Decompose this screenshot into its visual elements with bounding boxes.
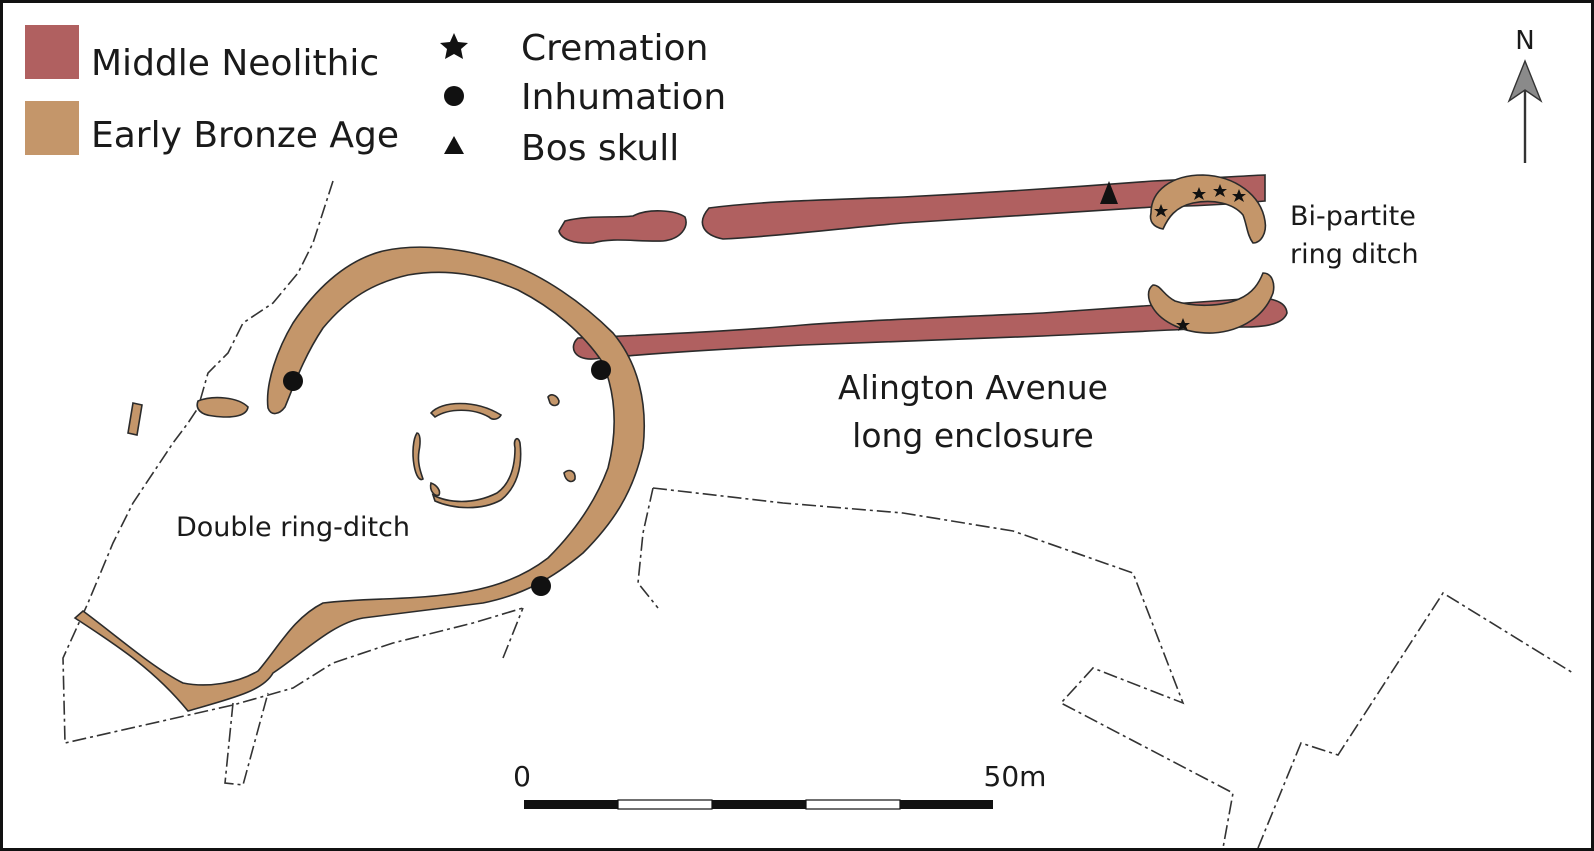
- cremation-marker: [1232, 189, 1246, 202]
- south-ditch: [572, 297, 1288, 360]
- site-plan-map: Middle Neolithic Early Bronze Age Cremat…: [25, 25, 1574, 848]
- legend-periods: Middle Neolithic Early Bronze Age: [25, 25, 399, 156]
- pit-east-2: [563, 469, 576, 483]
- label-avenue-line2: long enclosure: [852, 416, 1094, 455]
- triangle-icon: [444, 136, 464, 154]
- scale-label-start: 0: [513, 760, 531, 793]
- scale-segment: [712, 800, 806, 809]
- label-avenue-line1: Alington Avenue: [838, 368, 1108, 407]
- inner-ring-arc-west: [412, 432, 424, 481]
- circle-icon: [444, 86, 464, 106]
- north-ditch-segment-1: [558, 210, 687, 244]
- scale-segment: [805, 799, 901, 810]
- scale-segment: [524, 800, 618, 809]
- inner-ring-arc-north: [429, 402, 503, 420]
- inner-ring-fragment-west: [429, 481, 441, 497]
- alington-avenue-ditches: [558, 174, 1288, 360]
- north-arrow: N: [1507, 26, 1543, 163]
- boundary-line-southwest: [224, 692, 269, 786]
- label-bipartite-line1: Bi-partite: [1290, 201, 1416, 232]
- north-label: N: [1515, 26, 1534, 56]
- cremation-marker: [1213, 184, 1227, 197]
- bos-skull-marker: [1100, 181, 1118, 204]
- burial-markers: [283, 181, 1246, 596]
- boundary-line-south: [502, 607, 524, 659]
- boundary-line-east-b: [652, 487, 1234, 848]
- boundary-line-west: [62, 180, 524, 744]
- legend-label-inhumation: Inhumation: [521, 77, 726, 118]
- inhumation-marker: [591, 360, 611, 380]
- legend-label-cremation: Cremation: [521, 28, 708, 69]
- double-ring-ditch: [73, 246, 646, 712]
- scale-segment: [900, 800, 993, 809]
- legend-symbols: Cremation Inhumation Bos skull: [440, 28, 726, 169]
- small-feature-west: [127, 402, 143, 436]
- boundary-line-east-a: [637, 487, 659, 609]
- legend-swatch-early-bronze-age: [25, 101, 79, 155]
- legend-label-bos-skull: Bos skull: [521, 128, 679, 169]
- bipartite-ring-ditch: [1147, 174, 1275, 334]
- pit-east-1: [547, 394, 560, 407]
- scale-label-end: 50m: [984, 760, 1047, 793]
- cremation-marker: [1154, 204, 1168, 217]
- outer-ring-ditch: [73, 246, 646, 712]
- inhumation-marker: [531, 576, 551, 596]
- scale-bar: 0 50m: [513, 760, 1047, 810]
- site-labels: Bi-partite ring ditch Alington Avenue lo…: [176, 201, 1419, 543]
- inhumation-marker: [283, 371, 303, 391]
- label-double-ring-ditch: Double ring-ditch: [176, 512, 410, 543]
- pit-west: [196, 396, 249, 418]
- boundary-line-east-c: [1257, 591, 1574, 848]
- star-icon: [440, 33, 468, 59]
- bipartite-south-half: [1147, 272, 1275, 334]
- legend-swatch-middle-neolithic: [25, 25, 79, 79]
- cremation-markers: [1154, 184, 1246, 331]
- excavation-boundary: [62, 180, 1574, 848]
- inner-ring-arc-south: [431, 437, 522, 509]
- label-bipartite-line2: ring ditch: [1290, 239, 1419, 270]
- legend-label-middle-neolithic: Middle Neolithic: [91, 43, 379, 84]
- bipartite-north-half: [1149, 174, 1267, 244]
- cremation-marker: [1176, 318, 1190, 331]
- scale-segment: [617, 799, 713, 810]
- legend-label-early-bronze-age: Early Bronze Age: [91, 115, 399, 156]
- cremation-marker: [1192, 187, 1206, 200]
